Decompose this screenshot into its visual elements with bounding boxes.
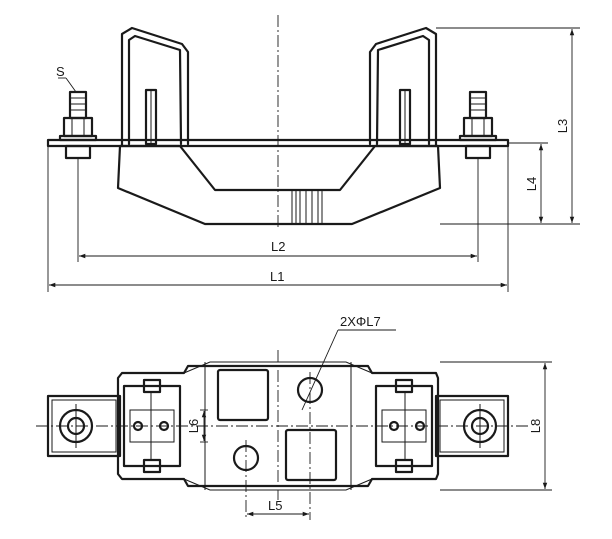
left-terminal-bolt — [58, 90, 98, 160]
l8-dimension: L8 — [440, 361, 552, 491]
left-terminal-strap — [46, 394, 122, 458]
fuse-base-body — [116, 144, 442, 226]
l5-label: L5 — [268, 498, 282, 513]
l6-dimension: L6 — [186, 409, 208, 443]
l2-dimension: L2 — [77, 158, 479, 262]
right-contact-block — [374, 378, 434, 474]
l3-label: L3 — [555, 119, 570, 133]
l6-label: L6 — [186, 419, 201, 433]
l3-dimension: L3 — [436, 27, 580, 225]
l4-dimension: L4 — [508, 142, 548, 223]
right-contact-clip — [368, 26, 438, 148]
l1-dimension: L1 — [47, 146, 509, 292]
l2-label: L2 — [271, 239, 285, 254]
right-terminal-strap — [434, 394, 510, 458]
right-terminal-bolt — [458, 90, 498, 160]
base-top-edge — [183, 361, 373, 374]
l7-dimension: 2XΦL7 — [301, 314, 396, 411]
side-view: S L2 L1 L3 L4 — [46, 15, 580, 292]
center-slot — [291, 190, 323, 224]
l4-label: L4 — [524, 177, 539, 191]
lower-window — [284, 428, 338, 482]
l7-label: 2XΦL7 — [340, 314, 381, 329]
l5-dimension: L5 — [247, 498, 309, 517]
s-dimension: S — [56, 64, 77, 93]
base-outline — [116, 364, 440, 488]
left-contact-clip — [120, 26, 190, 148]
s-label: S — [56, 64, 65, 79]
upper-window — [216, 368, 270, 422]
l8-label: L8 — [528, 419, 543, 433]
left-contact-block — [122, 378, 182, 474]
l1-label: L1 — [270, 269, 284, 284]
base-bottom-edge — [183, 478, 373, 491]
top-view: 2XΦL7 L5 L6 L8 — [36, 314, 552, 520]
